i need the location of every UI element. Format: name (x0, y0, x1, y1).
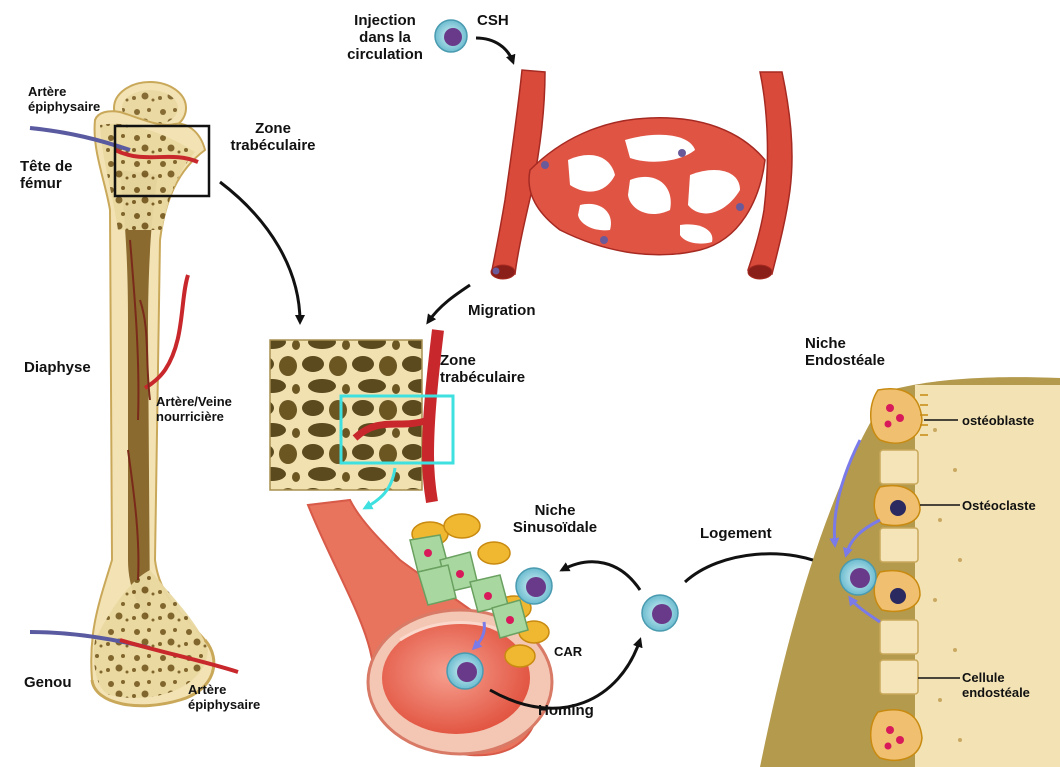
zone-trabeculaire-1-line-1: Zone (226, 120, 320, 137)
cellule-endosteale-line-2: endostéale (962, 685, 1030, 700)
zone-trabeculaire-2-label: Zone trabéculaire (440, 352, 525, 386)
injection-label: Injection dans la circulation (330, 12, 440, 63)
trabecular-detail (270, 330, 438, 502)
migration-label: Migration (468, 302, 536, 319)
zone-trabeculaire-1-label: Zone trabéculaire (226, 120, 320, 154)
artere-epiphysaire-top-line-1: Artère (28, 84, 100, 99)
injection-label-line-3: circulation (330, 46, 440, 63)
niche-arrow (562, 562, 640, 590)
injection-label-line-2: dans la (330, 29, 440, 46)
artere-veine-line-1: Artère/Veine (156, 394, 232, 409)
cellule-endosteale-label: Cellule endostéale (962, 670, 1030, 700)
artere-epiphysaire-top-line-2: épiphysaire (28, 99, 100, 114)
niche-sinusoidale-label: Niche Sinusoïdale (505, 502, 605, 536)
niche-endosteale-line-1: Niche (805, 335, 885, 352)
niche-endosteale-line-2: Endostéale (805, 352, 885, 369)
niche-endosteale-label: Niche Endostéale (805, 335, 885, 369)
artere-veine-label: Artère/Veine nourricière (156, 394, 232, 424)
zone-trabeculaire-2-line-1: Zone (440, 352, 525, 369)
zone-trabeculaire-2-line-2: trabéculaire (440, 369, 525, 386)
genou-label: Genou (24, 674, 72, 691)
zone-trabeculaire-1-line-2: trabéculaire (226, 137, 320, 154)
artere-epiphysaire-bottom-label: Artère épiphysaire (188, 682, 260, 712)
diaphyse-label: Diaphyse (24, 359, 91, 376)
zone-to-detail-arrow (220, 182, 300, 322)
logement-label: Logement (700, 525, 772, 542)
artere-epiphysaire-top-label: Artère épiphysaire (28, 84, 100, 114)
artere-epiphysaire-bottom-line-2: épiphysaire (188, 697, 260, 712)
stem-cell-niche (516, 568, 552, 604)
injection-label-line-1: Injection (330, 12, 440, 29)
tete-femur-label: Tête de fémur (20, 158, 73, 192)
vessel-network (491, 70, 792, 279)
csh-label: CSH (477, 12, 509, 29)
cellule-endosteale-line-1: Cellule (962, 670, 1030, 685)
tete-femur-line-1: Tête de (20, 158, 73, 175)
niche-sinusoidale-line-1: Niche (505, 502, 605, 519)
osteoblaste-label: ostéoblaste (962, 413, 1034, 428)
injection-arrow (476, 38, 513, 62)
car-label: CAR (554, 644, 582, 659)
artere-veine-line-2: nourricière (156, 409, 232, 424)
osteoclaste-label: Ostéoclaste (962, 498, 1036, 513)
artere-epiphysaire-bottom-line-1: Artère (188, 682, 260, 697)
endosteal-niche (760, 377, 1060, 767)
migration-arrow (428, 285, 470, 322)
niche-sinusoidale-line-2: Sinusoïdale (505, 519, 605, 536)
tete-femur-line-2: fémur (20, 175, 73, 192)
homing-label: Homing (538, 702, 594, 719)
stem-cell-circulating (642, 595, 678, 631)
stem-cell-homing (447, 653, 483, 689)
